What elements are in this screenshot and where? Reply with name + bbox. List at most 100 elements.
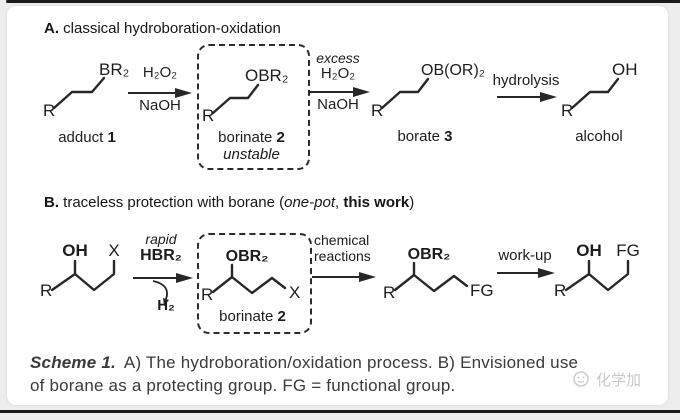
molecule-name: borate <box>397 128 445 145</box>
panel-a-letter: A. <box>44 20 59 37</box>
b-arrow2-label-line2: reactions <box>314 248 371 264</box>
r-label: R <box>371 101 383 120</box>
intermediate-box-b <box>197 233 312 334</box>
curved-shaft <box>152 280 168 300</box>
arrow-head <box>359 272 376 282</box>
arrow-head <box>540 92 557 102</box>
arrow2-reagent-below: NaOH <box>317 96 359 113</box>
r-label: R <box>554 281 566 300</box>
bond-skeleton <box>564 272 630 292</box>
reaction-arrow-b3 <box>497 268 555 278</box>
fg-label: FG <box>470 281 494 300</box>
bond-skeleton <box>380 77 430 110</box>
molecule-caption-borinate-a: borinate 2 <box>197 129 306 146</box>
r-label: R <box>383 283 395 302</box>
group-label: OBR₂ <box>408 246 451 263</box>
logo-dot-left <box>577 376 580 379</box>
molecule-number: 3 <box>444 128 453 145</box>
b-arrow1-reagent: HBR₂ <box>140 247 182 264</box>
x-label: X <box>108 241 119 260</box>
arrow-head <box>176 273 193 283</box>
oh-label: OH <box>62 241 88 260</box>
r-label: R <box>561 101 573 120</box>
caption-text-line1: A) The hydroboration/oxidation process. … <box>123 353 579 372</box>
caption-line2: of borane as a protecting group. FG = fu… <box>30 376 456 395</box>
arrow3-label: hydrolysis <box>492 72 560 89</box>
molecule-name: borinate <box>218 129 277 146</box>
arrow2-qualifier: excess <box>316 50 360 66</box>
logo-smile <box>577 380 585 383</box>
molecule-name: borinate <box>219 308 278 325</box>
bottom-border-bar <box>0 410 680 413</box>
arrow2-reagent-above: H₂O₂ <box>320 65 356 82</box>
panel-a-heading: A. classical hydroboration-oxidation <box>44 20 281 37</box>
arrow-head <box>175 88 192 98</box>
bond-skeleton <box>211 275 287 295</box>
bond-skeleton <box>393 273 469 293</box>
panel-b-title-thiswork: this work <box>343 194 410 211</box>
unstable-intermediate-box-a <box>197 44 310 170</box>
r-label: R <box>40 281 52 300</box>
molecule-borinate-2b: R OBR₂ X <box>201 248 300 304</box>
byproduct-curved-arrow <box>152 280 169 306</box>
arrow-head <box>353 87 370 97</box>
molecule-protected-fg: R OBR₂ FG <box>383 246 494 302</box>
oh-label: OH <box>576 241 602 260</box>
panel-b-heading: B. traceless protection with borane (one… <box>44 194 414 211</box>
reaction-arrow-a3 <box>497 92 557 102</box>
watermark-text: 化学加 <box>596 371 642 389</box>
group-label: BR₂ <box>99 60 129 79</box>
b-arrow2-label-line1: chemical <box>314 232 370 248</box>
panel-b-title-sep: , <box>335 194 344 211</box>
bond-skeleton <box>50 272 116 292</box>
bond-skeleton <box>211 83 260 115</box>
x-label: X <box>289 283 300 302</box>
b-arrow3-label: work-up <box>498 247 552 264</box>
group-label: OBR₂ <box>245 66 288 85</box>
molecule-caption-adduct: adduct 1 <box>32 129 142 146</box>
molecule-adduct-1: R BR₂ <box>43 60 129 120</box>
group-label: OB(OR)₂ <box>421 62 485 79</box>
bond-skeleton <box>52 76 106 110</box>
molecule-caption-borinate-b: borinate 2 <box>197 308 308 325</box>
reaction-arrow-b2 <box>312 272 376 282</box>
reaction-arrow-a1 <box>128 88 192 98</box>
r-label: R <box>201 285 213 304</box>
r-label: R <box>202 106 214 125</box>
molecule-caption-alcohol: alcohol <box>575 128 623 145</box>
panel-a-title: classical hydroboration-oxidation <box>59 20 281 37</box>
arrow-head <box>538 268 555 278</box>
arrow1-reagent-above: H₂O₂ <box>142 64 178 81</box>
b-arrow1-byproduct: H₂ <box>157 297 175 314</box>
group-label: OBR₂ <box>226 248 269 265</box>
molecule-number: 2 <box>276 129 285 146</box>
curved-head <box>163 298 169 306</box>
fg-label: FG <box>616 241 640 260</box>
logo-dot-right <box>582 376 585 379</box>
molecule-caption-borate: borate 3 <box>370 128 480 145</box>
scheme-caption: Scheme 1.A) The hydroboration/oxidation … <box>30 351 662 397</box>
molecule-number: 1 <box>107 129 116 146</box>
caption-line1: Scheme 1.A) The hydroboration/oxidation … <box>30 351 662 374</box>
panel-b-title-italic: one-pot <box>284 194 335 211</box>
molecule-borate-3: R OB(OR)₂ <box>371 62 485 120</box>
group-label: OH <box>612 60 638 79</box>
top-border-bar <box>6 0 680 3</box>
panel-b-title-close: ) <box>409 194 415 211</box>
watermark: 化学加 <box>570 368 641 390</box>
molecule-b-product: R OH FG <box>554 241 640 300</box>
molecule-b-start: R OH X <box>40 241 120 300</box>
arrow1-reagent-below: NaOH <box>139 97 181 114</box>
molecule-alcohol: R OH <box>561 60 638 120</box>
reaction-arrow-b1 <box>133 273 193 283</box>
panel-b-title: traceless protection with borane ( <box>59 194 285 211</box>
molecule-name: adduct <box>58 129 108 146</box>
logo-circle <box>573 371 589 387</box>
r-label: R <box>43 101 55 120</box>
panel-b-letter: B. <box>44 194 59 211</box>
bond-skeleton <box>570 77 620 110</box>
reaction-arrow-a2 <box>310 87 370 97</box>
molecule-number: 2 <box>277 308 286 325</box>
b-arrow1-qualifier: rapid <box>145 231 177 247</box>
